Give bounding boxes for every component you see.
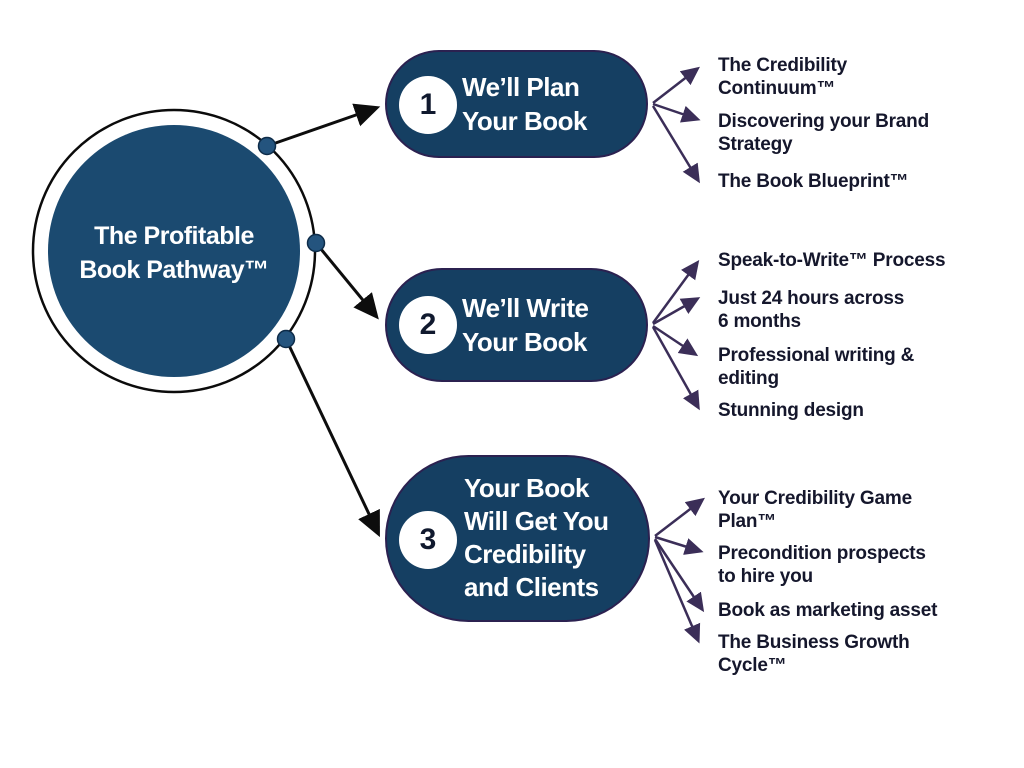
stage-1-bullet-1: The Credibility Continuum™ <box>718 55 847 99</box>
stage-1-pill <box>385 50 648 158</box>
hub-title-line2: Book Pathway™ <box>79 256 269 284</box>
ring-node-dots <box>257 136 326 349</box>
stage-3-number-badge: 3 <box>399 511 457 569</box>
arrow-stage3-bullet1 <box>654 497 705 537</box>
stage-to-bullet-arrows <box>651 66 705 644</box>
hub-to-stage-arrows <box>266 103 381 538</box>
stage-3-bullet-4: The Business Growth Cycle™ <box>718 632 910 676</box>
hub-title-line1: The Profitable <box>94 222 254 250</box>
ring-dot-3 <box>276 329 296 349</box>
stage-2-bullet-1: Speak-to-Write™ Process <box>718 250 946 271</box>
arrow-stage3-bullet3 <box>653 538 705 613</box>
hub-circle <box>48 125 300 377</box>
stage-3-title-line3: Credibility <box>464 539 586 569</box>
stage-1-title: We’ll Plan Your Book <box>462 70 588 138</box>
arrow-stage2-bullet2 <box>652 297 701 326</box>
arrow-stage1-bullet3 <box>651 105 700 184</box>
stage-3-bullet-2: Precondition prospects to hire you <box>718 543 926 587</box>
stage-1-title-line2: Your Book <box>462 106 588 136</box>
arrow-stage2-bullet3 <box>652 324 699 357</box>
arrow-stage1-bullet2 <box>652 102 701 123</box>
stage-2-bullet-3: Professional writing & editing <box>718 345 915 389</box>
ring-dot-1 <box>257 136 277 156</box>
ring-dot-2 <box>306 233 326 253</box>
stage-2-title-line1: We’ll Write <box>462 293 589 323</box>
stage-3-number: 3 <box>419 523 437 556</box>
stage-1-number: 1 <box>419 88 437 121</box>
arrow-stage1-bullet1 <box>652 66 700 104</box>
stage-2-number: 2 <box>419 308 437 341</box>
stage-2-bullet-2: Just 24 hours across 6 months <box>718 288 905 332</box>
arrow-hub-to-stage-2 <box>314 242 379 320</box>
stage-1-title-line1: We’ll Plan <box>462 72 580 102</box>
stage-1-bullet-2: Discovering your Brand Strategy <box>718 111 929 155</box>
stage-1-number-badge: 1 <box>399 76 457 134</box>
arrow-stage2-bullet1 <box>651 259 700 324</box>
stage-2-number-badge: 2 <box>399 296 457 354</box>
stage-2-title: We’ll Write Your Book <box>462 291 589 359</box>
stage-3-title-line2: Will Get You <box>464 506 609 536</box>
stage-3-title-line4: and Clients <box>464 572 599 602</box>
stage-1-bullet-3: The Book Blueprint™ <box>718 171 909 192</box>
stage-3-bullet-3: Book as marketing asset <box>718 600 938 621</box>
stage-2-title-line2: Your Book <box>462 327 588 357</box>
stage-3-bullet-1: Your Credibility Game Plan™ <box>718 488 912 532</box>
arrow-stage3-bullet2 <box>654 535 704 555</box>
stage-2-bullet-4: Stunning design <box>718 400 864 421</box>
arrow-hub-to-stage-3 <box>284 338 380 538</box>
stage-3-title-line1: Your Book <box>464 473 590 503</box>
stage-3-title: Your Book Will Get You Credibility and C… <box>464 472 609 604</box>
arrow-stage3-bullet4 <box>653 539 701 644</box>
arrow-stage2-bullet4 <box>651 326 700 411</box>
hub-title: The Profitable Book Pathway™ <box>54 219 294 287</box>
arrow-hub-to-stage-1 <box>266 103 381 148</box>
